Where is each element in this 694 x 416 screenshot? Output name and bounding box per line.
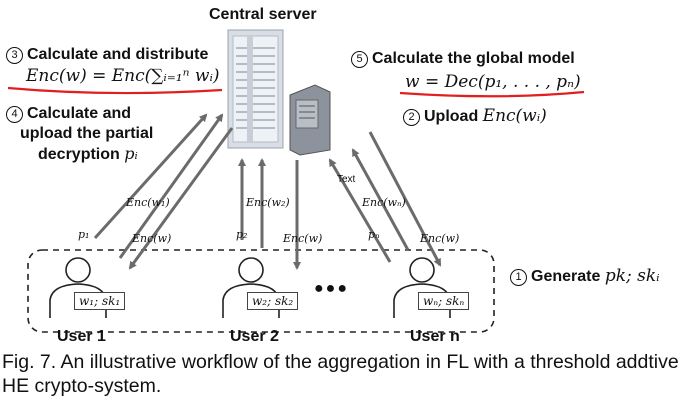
arrow-user1-upload-enc	[118, 113, 224, 259]
edge-label-p2: p₂	[236, 228, 248, 241]
usern-key-box: wₙ; skₙ	[418, 292, 470, 310]
edge-label-enc-wn: Enc(wₙ)	[362, 196, 406, 209]
edge-label-enc-w2: Enc(w₂)	[246, 196, 290, 209]
step2-formula: Enc(wᵢ)	[482, 106, 547, 126]
step5-text: Calculate the global model	[372, 50, 575, 67]
user1-name: User 1	[57, 328, 106, 345]
step2-number: 2	[403, 109, 420, 126]
edge-label-enc-w-user1: Enc(w)	[132, 232, 172, 245]
step4-number: 4	[6, 106, 23, 123]
user2-name: User 2	[230, 328, 279, 345]
step5-underline	[399, 90, 585, 98]
server-title: Central server	[209, 6, 317, 23]
edge-label-enc-w-usern: Enc(w)	[420, 232, 460, 245]
step1-formula: pk; skᵢ	[604, 266, 660, 286]
users-boundary	[27, 249, 495, 333]
step4-line2: upload the partial	[20, 125, 154, 142]
diagram-graphics	[7, 29, 585, 333]
step5-formula: w = Dec(p₁, . . . , pₙ)	[405, 72, 581, 92]
step1-text: Generate	[531, 268, 601, 285]
edge-label-pn: pₙ	[368, 228, 380, 241]
server-tower-icon	[227, 29, 284, 149]
step5-number: 5	[351, 51, 368, 68]
edge-label-enc-w-user2: Enc(w)	[283, 232, 323, 245]
usern-name: User n	[410, 328, 460, 345]
step3-number: 3	[6, 47, 23, 64]
step3-text: Calculate and distribute	[27, 46, 209, 63]
edge-label-p1: p₁	[78, 228, 90, 241]
step1-number: 1	[510, 269, 527, 286]
figure-caption: Fig. 7. An illustrative workflow of the …	[2, 351, 679, 397]
arrow-user1-upload-partial	[93, 113, 208, 240]
edge-label-enc-w1: Enc(w₁)	[126, 196, 170, 209]
step3-formula: Enc(w) = Enc(∑ᵢ₌₁ⁿ wᵢ)	[26, 66, 220, 86]
arrow-usern-upload-partial	[328, 158, 392, 263]
step3-underline	[7, 86, 223, 95]
edge-label-text: Text	[337, 174, 356, 185]
arrow-usern-upload-enc	[351, 148, 410, 251]
user1-key-box: w₁; sk₁	[74, 292, 126, 310]
user2-key-box: w₂; sk₂	[247, 292, 299, 310]
step4-line3: decryption	[38, 146, 120, 163]
users-ellipsis: ●●●	[314, 280, 349, 297]
arrow-server-to-usern	[368, 131, 442, 267]
step4-var: pᵢ	[124, 144, 138, 163]
step2-text: Upload	[424, 108, 479, 125]
arrow-server-to-user1	[128, 127, 234, 270]
step4-line1: Calculate and	[27, 105, 132, 122]
server-small-icon	[289, 84, 331, 156]
